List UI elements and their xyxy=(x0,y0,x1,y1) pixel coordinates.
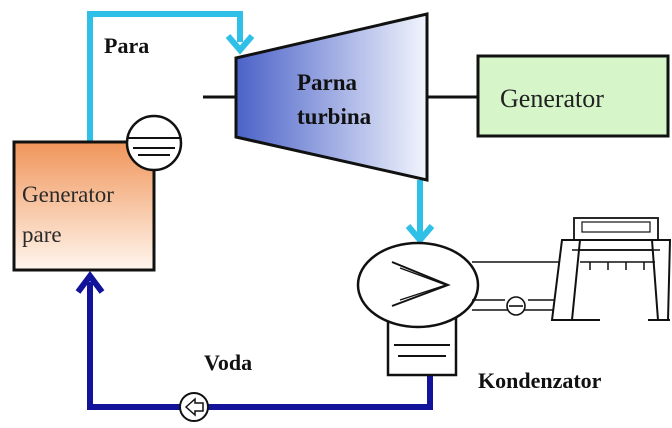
steam-label: Para xyxy=(104,33,149,58)
steam-turbine-shape xyxy=(234,12,429,182)
water-label: Voda xyxy=(204,350,252,375)
turbine-label-line2: turbina xyxy=(297,104,372,129)
steam-pipe xyxy=(87,11,435,245)
cooling-tower-icon xyxy=(550,217,672,321)
steam-generator-label-line2: pare xyxy=(22,222,62,247)
steam-drum-icon xyxy=(125,114,183,172)
pump-icon xyxy=(179,392,209,422)
steam-generator-label-line1: Generator xyxy=(22,182,114,207)
water-pipe xyxy=(75,271,433,410)
generator-box xyxy=(476,54,670,138)
condenser-label: Kondenzator xyxy=(478,368,602,393)
steam-generator-box xyxy=(12,140,156,272)
cooling-valve-icon xyxy=(506,296,526,316)
turbine-label-line1: Parna xyxy=(297,70,358,95)
generator-label: Generator xyxy=(500,84,604,113)
condenser-icon xyxy=(356,241,480,377)
